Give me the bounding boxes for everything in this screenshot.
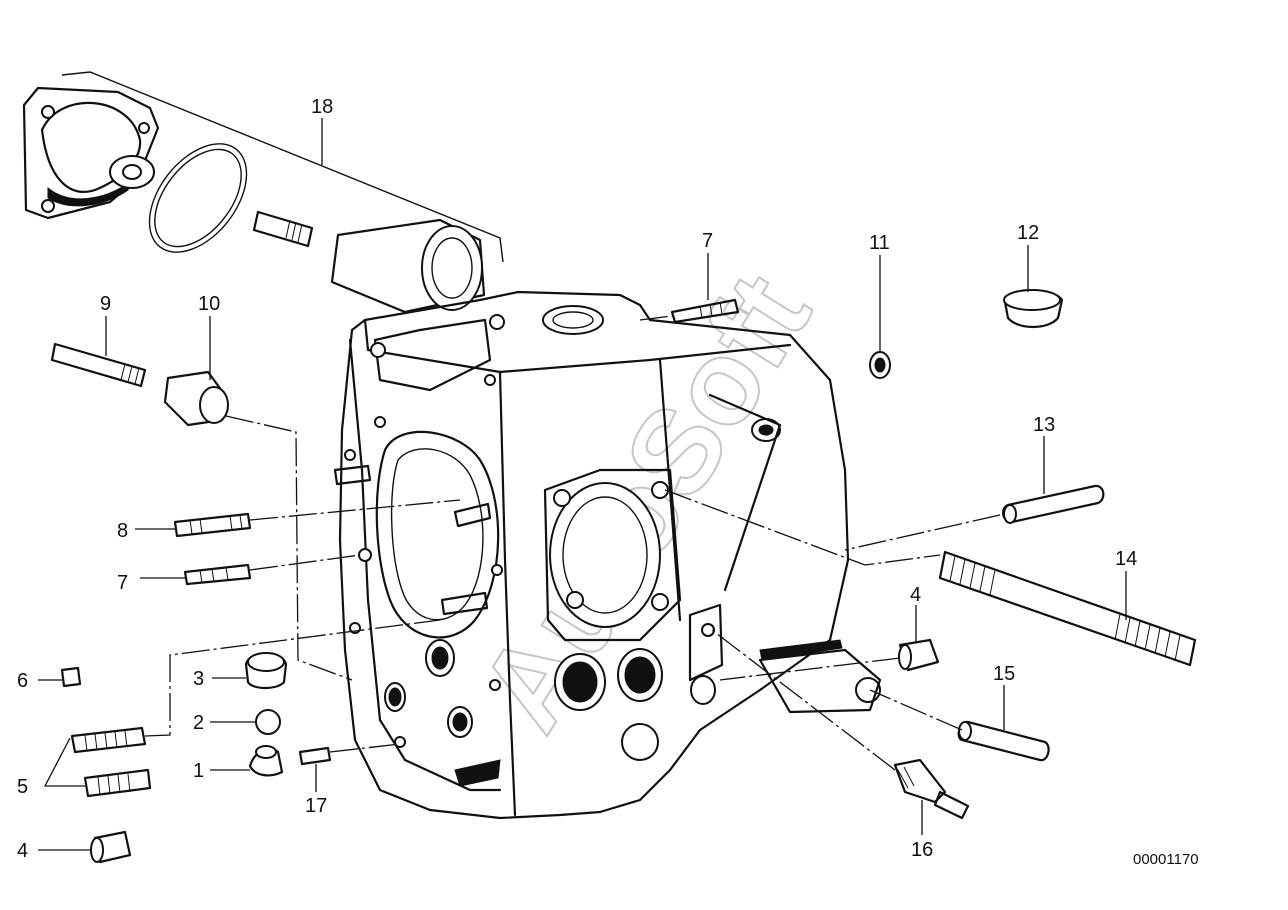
callout-3: 3 xyxy=(193,668,204,690)
callout-4-left: 4 xyxy=(17,840,28,862)
callout-13: 13 xyxy=(1033,414,1055,436)
part-7-top-stud xyxy=(639,253,740,324)
callout-7-left: 7 xyxy=(117,572,128,594)
gearbox-housing xyxy=(338,290,882,820)
callout-8: 8 xyxy=(117,520,128,542)
part-12-cap xyxy=(1003,245,1064,329)
callout-1: 1 xyxy=(193,760,204,782)
part-3-nut xyxy=(212,652,288,690)
part-11-nut xyxy=(869,255,891,379)
part-15-pin xyxy=(869,685,1050,762)
part-10-sleeve xyxy=(163,316,353,681)
part-7-stud-left xyxy=(140,464,489,616)
part-9-stud xyxy=(50,316,147,388)
part-5-studs xyxy=(43,619,441,798)
part-6-plug xyxy=(38,666,82,688)
part-14-long-stud xyxy=(664,489,1197,667)
callout-11: 11 xyxy=(869,232,890,254)
callout-9: 9 xyxy=(100,293,111,315)
callout-14: 14 xyxy=(1115,548,1137,570)
callout-15: 15 xyxy=(993,663,1015,685)
callout-18: 18 xyxy=(311,96,333,118)
part-17-pin xyxy=(298,743,401,792)
callout-16: 16 xyxy=(911,839,933,861)
part-8-stud xyxy=(135,499,492,538)
part-18-cover-assembly xyxy=(22,71,504,314)
part-4-plug-right xyxy=(719,605,940,681)
callout-7-top: 7 xyxy=(702,230,713,252)
callout-17: 17 xyxy=(305,795,327,817)
callout-10: 10 xyxy=(198,293,220,315)
part-4-plug-left xyxy=(38,830,132,864)
callout-6: 6 xyxy=(17,670,28,692)
callout-12: 12 xyxy=(1017,222,1039,244)
callout-2: 2 xyxy=(193,712,204,734)
part-1-seat xyxy=(210,745,284,777)
document-number: 00001170 xyxy=(1133,851,1199,868)
callout-5: 5 xyxy=(17,776,28,798)
part-16-switch xyxy=(711,629,970,835)
part-2-ball xyxy=(210,709,281,735)
callout-labels: 1 2 3 4 4 5 6 7 7 8 9 10 11 12 13 14 15 … xyxy=(17,96,1137,862)
callout-4-right: 4 xyxy=(910,584,921,606)
part-13-pin xyxy=(844,436,1105,551)
